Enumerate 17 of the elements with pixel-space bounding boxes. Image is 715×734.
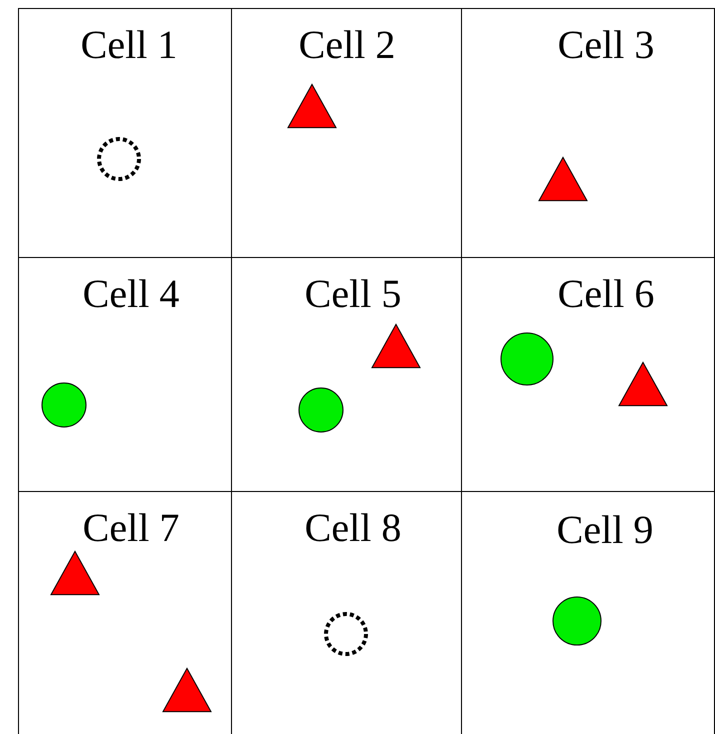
circle-shape (499, 331, 555, 387)
circle-shape (40, 381, 88, 429)
circle-shape (551, 595, 603, 647)
cell-label: Cell 5 (304, 272, 402, 316)
cell-label: Cell 1 (80, 23, 178, 67)
grid-cell (18, 8, 232, 258)
grid-cell (461, 8, 715, 258)
cell-label: Cell 9 (556, 508, 654, 552)
cell-label: Cell 2 (298, 23, 396, 67)
dashed-circle (97, 137, 141, 181)
cell-label: Cell 8 (304, 506, 402, 550)
cell-label: Cell 7 (82, 506, 180, 550)
cell-label: Cell 3 (558, 23, 654, 67)
circle-shape (297, 386, 345, 434)
cell-label: Cell 6 (558, 272, 654, 316)
dashed-circle (324, 612, 368, 656)
cell-label: Cell 4 (82, 272, 180, 316)
